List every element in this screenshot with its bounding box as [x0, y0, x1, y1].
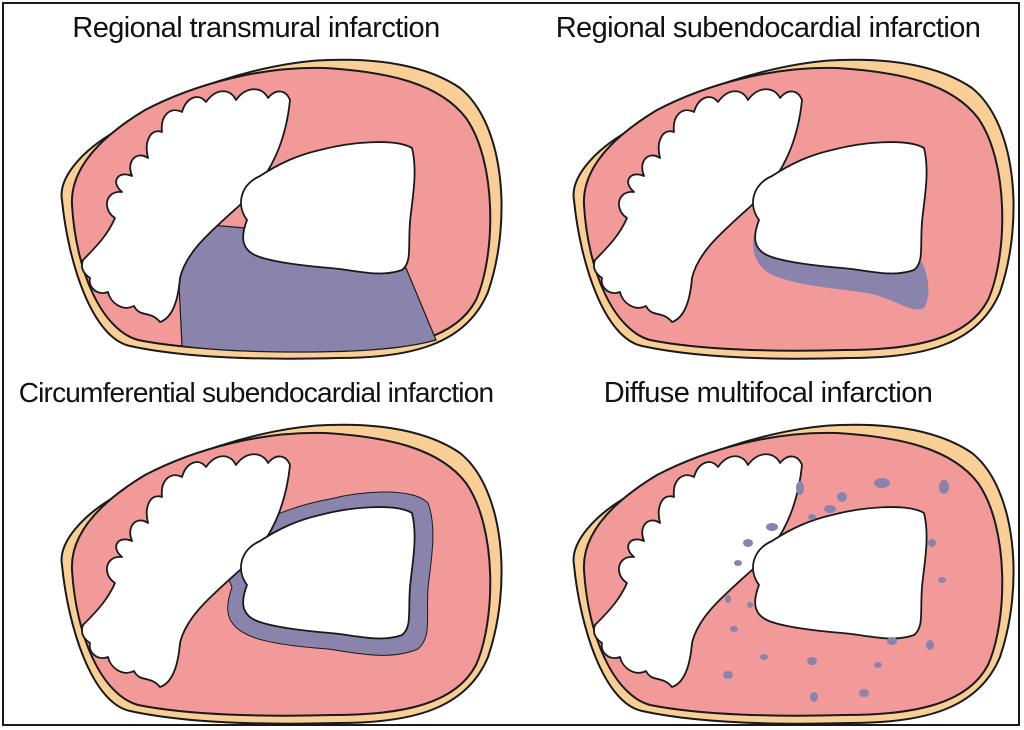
infarct-focus: [743, 539, 753, 547]
left-ventricle-cavity: [240, 506, 416, 640]
infarct-focus: [747, 602, 753, 608]
panel-regional-transmural: Regional transmural infarction: [0, 0, 512, 365]
infarct-focus: [808, 514, 816, 520]
right-ventricle-cavity: [593, 453, 803, 688]
infarct-focus: [824, 505, 836, 513]
right-ventricle-cavity: [81, 88, 291, 323]
panel-title: Regional subendocardial infarction: [555, 12, 981, 44]
infarct-focus: [725, 595, 731, 603]
heart-cross-section-diagram: [572, 58, 1015, 360]
infarct-focus: [730, 626, 738, 632]
panel-regional-subendocardial: Regional subendocardial infarction: [512, 0, 1024, 365]
infarct-focus: [723, 671, 733, 679]
infarct-focus: [810, 692, 818, 702]
infarct-focus: [796, 481, 804, 495]
heart-cross-section-diagram: [572, 423, 1015, 725]
infarct-focus: [928, 539, 936, 547]
panel-title: Circumferential subendocardial infarctio…: [18, 377, 494, 408]
infarct-focus: [760, 654, 768, 660]
infarct-focus: [926, 640, 934, 650]
panel-title: Regional transmural infarction: [72, 12, 440, 44]
infarct-focus: [939, 480, 949, 494]
infarct-focus: [734, 560, 742, 566]
infarct-focus: [766, 523, 778, 531]
heart-cross-section-diagram: [60, 423, 503, 725]
infarct-focus: [837, 492, 847, 502]
subendocardial-infarct-band: [753, 215, 929, 310]
left-ventricle-cavity: [240, 141, 416, 275]
right-ventricle-cavity: [81, 453, 291, 688]
infarct-focus: [938, 577, 946, 583]
heart-cross-section-diagram: [60, 58, 503, 360]
panel-title: Diffuse multifocal infarction: [603, 377, 933, 409]
panel-diffuse-multifocal: Diffuse multifocal infarction: [512, 365, 1024, 730]
left-ventricle-cavity: [752, 141, 928, 275]
infarct-focus: [807, 657, 817, 665]
infarct-focus: [874, 662, 882, 668]
left-ventricle-cavity: [752, 506, 928, 640]
panel-circumferential-subendocardial: Circumferential subendocardial infarctio…: [0, 365, 512, 730]
infarct-focus: [859, 689, 869, 697]
right-ventricle-cavity: [593, 88, 803, 323]
infarct-focus: [874, 478, 890, 488]
infarct-focus: [887, 637, 897, 645]
